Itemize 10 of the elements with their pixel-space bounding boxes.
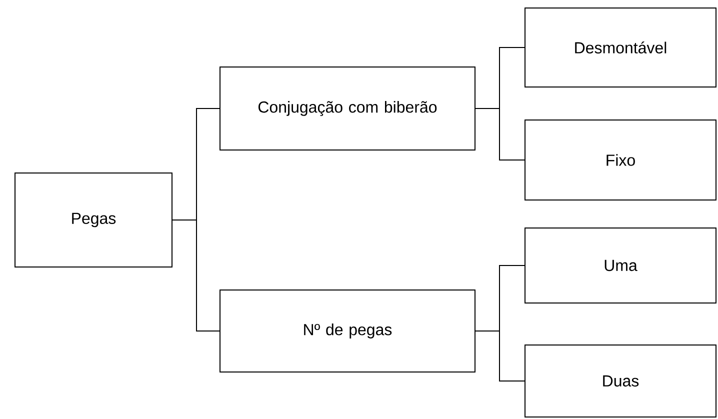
box: Uma [524, 228, 716, 304]
box: Duas [524, 344, 716, 418]
connector-line [172, 220, 220, 332]
connector-line [475, 330, 525, 382]
box: Pegas [14, 172, 172, 268]
box: Fixo [524, 120, 716, 200]
connector-line [475, 108, 525, 160]
box: Conjugação com biberão [220, 66, 476, 150]
box: Nº de pegas [220, 290, 476, 372]
box: Desmontável [524, 8, 716, 88]
